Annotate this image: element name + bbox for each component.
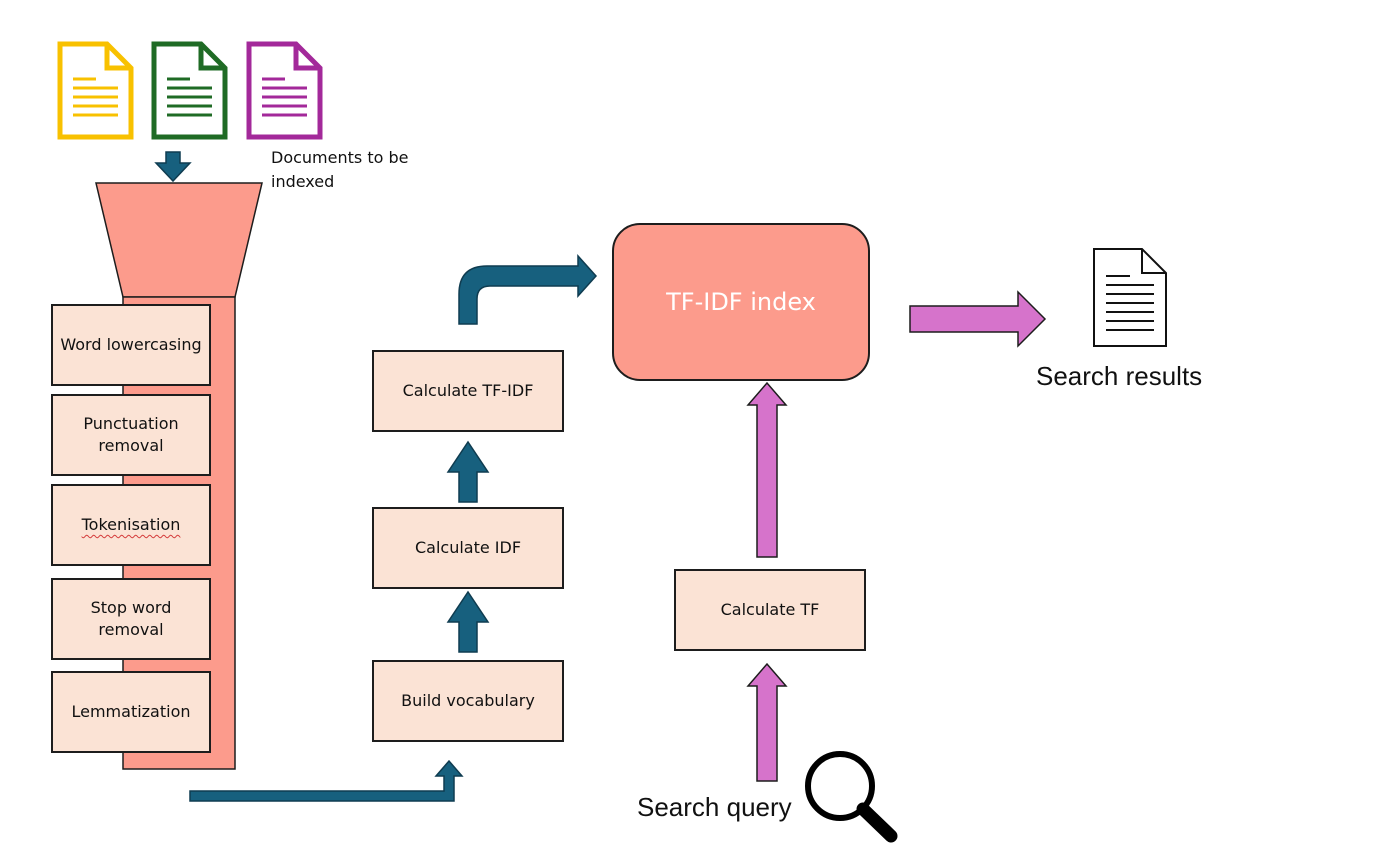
funnel-top	[95, 182, 263, 298]
document-icon-green	[151, 41, 228, 140]
document-icon-yellow	[57, 41, 134, 140]
step-calculate-idf: Calculate IDF	[372, 507, 564, 589]
document-icon-purple	[246, 41, 323, 140]
idf-to-tfidf-arrow	[446, 440, 490, 503]
documents-label: Documents to be indexed	[271, 148, 409, 191]
step-build-vocabulary: Build vocabulary	[372, 660, 564, 742]
step-word-lowercasing: Word lowercasing	[51, 304, 211, 386]
step-label: Lemmatization	[71, 702, 191, 721]
step-calculate-tfidf: Calculate TF-IDF	[372, 350, 564, 432]
step-stop-word-removal: Stop word removal	[51, 578, 211, 660]
tfidf-index: TF-IDF index	[612, 223, 870, 381]
search-query-label: Search query	[637, 792, 792, 822]
tfidf-to-index-arrow	[458, 254, 598, 325]
step-punctuation-removal: Punctuation removal	[51, 394, 211, 476]
documents-down-arrow	[154, 151, 192, 183]
vocabulary-to-idf-arrow	[446, 590, 490, 653]
step-label: Stop word removal	[90, 598, 172, 639]
step-label: Calculate TF	[720, 600, 820, 619]
index-label: TF-IDF index	[666, 288, 816, 316]
step-tokenisation: Tokenisation	[51, 484, 211, 566]
tf-to-index-arrow	[746, 381, 788, 558]
step-calculate-tf: Calculate TF	[674, 569, 866, 651]
step-label: Calculate TF-IDF	[402, 381, 534, 400]
query-to-tf-arrow	[746, 662, 788, 782]
search-results-label: Search results	[1036, 361, 1203, 391]
document-icon	[1093, 248, 1167, 347]
step-lemmatization: Lemmatization	[51, 671, 211, 753]
step-label: Punctuation removal	[83, 414, 179, 455]
step-label: Calculate IDF	[414, 538, 522, 557]
step-label: Tokenisation	[81, 515, 181, 534]
step-label: Build vocabulary	[401, 691, 535, 710]
magnifying-glass-icon	[805, 751, 898, 843]
step-label: Word lowercasing	[60, 335, 202, 354]
index-to-results-arrow	[909, 290, 1047, 348]
preprocessing-to-vocabulary-arrow	[189, 759, 464, 802]
